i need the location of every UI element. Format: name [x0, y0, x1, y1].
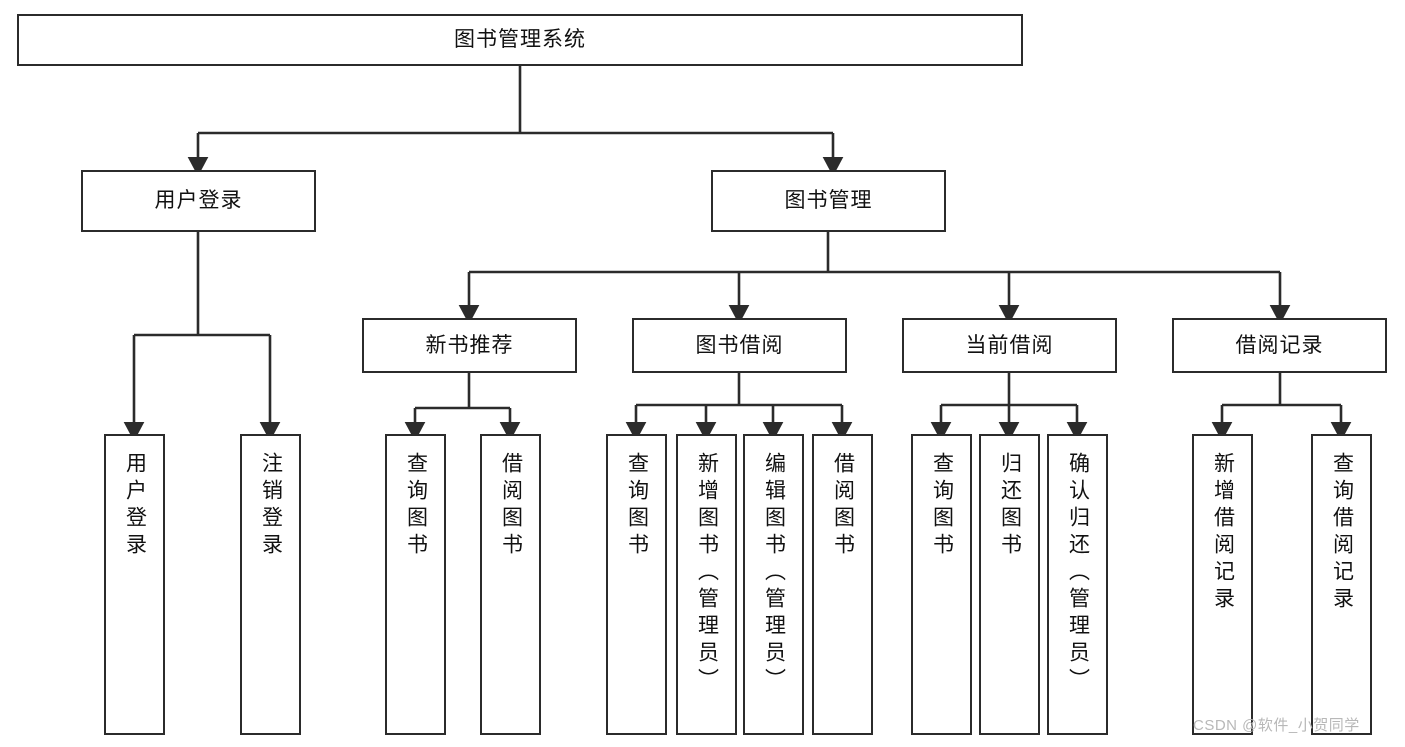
node-label: 确认归还（管理员）	[1066, 452, 1090, 695]
node-leaf-edit-book-admin[interactable]: 编辑图书（管理员）	[743, 434, 804, 735]
node-leaf-query-book-recommend[interactable]: 查询图书	[385, 434, 446, 735]
node-label: 查询图书	[625, 452, 649, 560]
node-user-login[interactable]: 用户登录	[81, 170, 316, 232]
node-label: 图书管理系统	[454, 28, 586, 52]
node-label: 查询图书	[930, 452, 954, 560]
node-label: 查询借阅记录	[1330, 452, 1354, 614]
node-label: 编辑图书（管理员）	[762, 452, 786, 695]
node-borrow-record[interactable]: 借阅记录	[1172, 318, 1387, 373]
node-label: 新书推荐	[425, 333, 514, 357]
node-leaf-return-book[interactable]: 归还图书	[979, 434, 1040, 735]
node-label: 借阅记录	[1235, 333, 1324, 357]
node-leaf-logout[interactable]: 注销登录	[240, 434, 301, 735]
node-book-borrow[interactable]: 图书借阅	[632, 318, 847, 373]
node-leaf-query-borrow-record[interactable]: 查询借阅记录	[1311, 434, 1372, 735]
node-label: 归还图书	[998, 452, 1022, 560]
node-label: 新增借阅记录	[1211, 452, 1235, 614]
node-leaf-query-book-current[interactable]: 查询图书	[911, 434, 972, 735]
node-book-management[interactable]: 图书管理	[711, 170, 946, 232]
node-label: 新增图书（管理员）	[695, 452, 719, 695]
node-label: 用户登录	[123, 452, 147, 560]
node-leaf-query-book-borrow[interactable]: 查询图书	[606, 434, 667, 735]
node-label: 借阅图书	[499, 452, 523, 560]
watermark: CSDN @软件_小贺同学	[1193, 717, 1360, 734]
node-label: 图书借阅	[695, 333, 784, 357]
node-leaf-add-book-admin[interactable]: 新增图书（管理员）	[676, 434, 737, 735]
node-label: 借阅图书	[831, 452, 855, 560]
node-new-book-recommend[interactable]: 新书推荐	[362, 318, 577, 373]
node-leaf-borrow-book[interactable]: 借阅图书	[812, 434, 873, 735]
node-root-book-management-system[interactable]: 图书管理系统	[17, 14, 1023, 66]
node-label: 用户登录	[154, 189, 243, 213]
node-label: 注销登录	[259, 452, 283, 560]
node-leaf-add-borrow-record[interactable]: 新增借阅记录	[1192, 434, 1253, 735]
node-leaf-borrow-book-recommend[interactable]: 借阅图书	[480, 434, 541, 735]
node-current-borrow[interactable]: 当前借阅	[902, 318, 1117, 373]
node-label: 查询图书	[404, 452, 428, 560]
node-leaf-confirm-return-admin[interactable]: 确认归还（管理员）	[1047, 434, 1108, 735]
node-leaf-user-login[interactable]: 用户登录	[104, 434, 165, 735]
node-label: 当前借阅	[965, 333, 1054, 357]
node-label: 图书管理	[784, 189, 873, 213]
